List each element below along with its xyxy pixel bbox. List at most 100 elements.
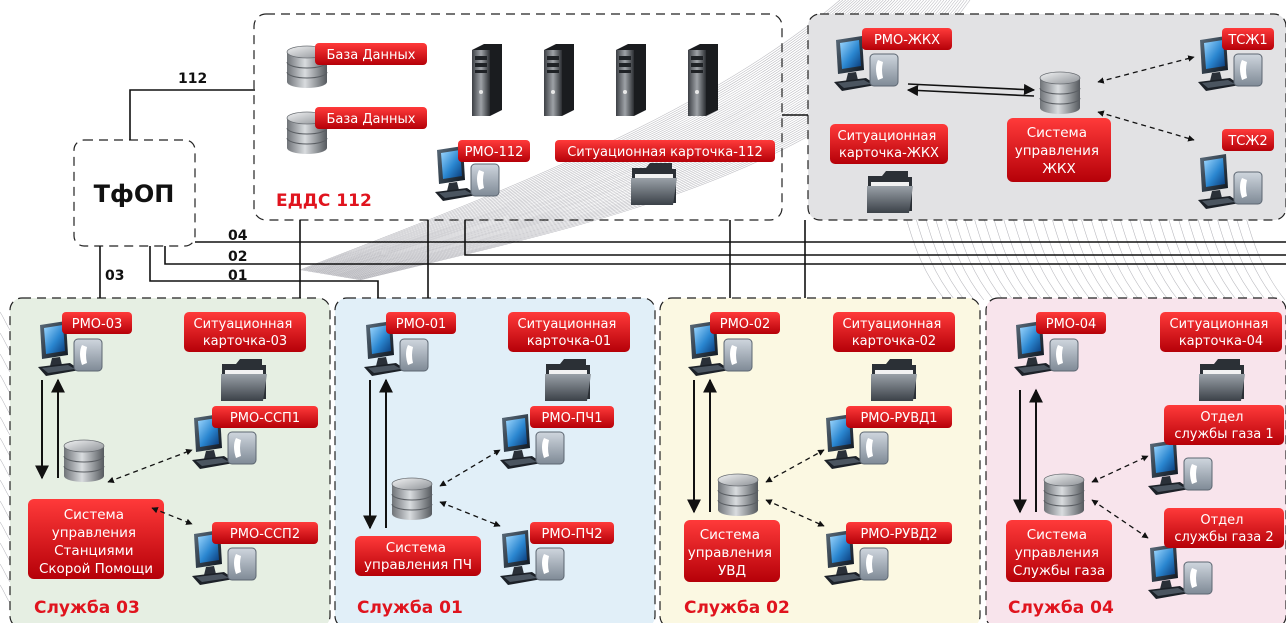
zhkh-system-line-1: Система [1027,125,1087,141]
database-icon [391,477,433,521]
rmo-pch1-label-box [530,406,614,428]
database-icon [717,473,759,517]
s02-card-line-2: карточка-02 [852,334,936,349]
line-04-label: 04 [228,228,248,244]
folder-icon [631,163,677,205]
dashed-arrow [439,501,501,527]
trunk-lines [99,89,1286,298]
database-label-box [315,43,427,65]
s04-card-label-box [1160,312,1282,352]
edds-title: ЕДДС 112 [276,191,372,211]
gas-dept-2-label-box [1164,508,1284,548]
s04-system-label: Система управления Службы газа [1013,527,1105,579]
s02-card-label: Ситуационная карточка-02 [843,317,946,349]
s01-card-line-2: карточка-01 [527,334,611,349]
dashed-arrow [1091,499,1149,539]
s01-card-label: Ситуационная карточка-01 [518,317,621,349]
rmo-zhkh-label-box [862,28,952,50]
zhkh-system-box [1007,118,1111,182]
folder-icon [867,171,913,213]
rmo-ssp1-label-box [212,406,318,428]
s04-card-line-2: карточка-04 [1179,334,1263,349]
zhkh-tszh1-label: ТСЖ1 [1227,33,1267,48]
dashed-arrow [439,449,501,487]
database-icon [63,439,105,483]
tfop-label: ТфОП [94,180,175,208]
rmo-04-label-box [1036,312,1106,334]
zhkh-system-line-3: ЖКХ [1042,161,1075,177]
s04-title: Служба 04 [1008,598,1114,618]
edds-db2-label: База Данных [327,112,416,127]
s01-card-label-box [508,312,630,352]
server-icon [616,44,646,116]
s01-sub1-label: РМО-ПЧ1 [542,411,603,426]
s04-card-label: Ситуационная карточка-04 [1170,317,1273,349]
line-02-label: 02 [228,249,247,265]
s02-system-box [684,520,780,582]
s02-rmo-label: РМО-02 [720,317,771,332]
edds-panel [253,13,783,221]
folder-icon [545,359,591,401]
s04-sub2-label: Отдел службы газа 2 [1174,513,1273,545]
s03-system-line-2: управления [52,525,136,541]
gas-dept-1-label-box [1164,405,1284,445]
s02-card-line-1: Ситуационная [843,317,942,332]
edds-card-label: Ситуационная карточка-112 [567,145,763,160]
s04-sub2-line-1: Отдел [1200,513,1243,528]
s01-system-box [355,536,481,576]
s01-rmo-label: РМО-01 [396,317,447,332]
s04-system-line-2: управления [1015,545,1099,561]
zhkh-system-line-2: управления [1015,143,1099,159]
dashed-arrow [765,449,825,483]
s02-title: Служба 02 [684,598,790,618]
tszh2-label-box [1222,129,1274,151]
database-icon [1039,71,1081,115]
dashed-arrow [765,499,825,527]
folder-icon [221,359,267,401]
folder-icon [1199,359,1245,401]
zhkh-rmo-label: РМО-ЖКХ [874,33,940,48]
s03-card-label: Ситуационная карточка-03 [194,317,297,349]
s02-sub2-label: РМО-РУВД2 [860,527,937,542]
zhkh-system-label: Система управления ЖКХ [1015,125,1104,177]
link-edds-04 [464,220,1286,256]
s01-sub2-label: РМО-ПЧ2 [542,527,603,542]
s04-sub2-line-2: службы газа 2 [1174,530,1273,545]
zhkh-card-line-1: Ситуационная [838,129,937,144]
line-03-label: 03 [105,268,124,284]
edds-rmo-label: РМО-112 [465,145,524,160]
s03-system-line-1: Система [64,507,124,523]
s04-sub1-line-1: Отдел [1200,410,1243,425]
s01-card-line-1: Ситуационная [518,317,617,332]
s03-system-line-3: Станциями [54,543,133,559]
rmo-ssp2-label-box [212,522,318,544]
s04-card-line-1: Ситуационная [1170,317,1269,332]
s01-system-label: Система управления ПЧ [364,540,472,573]
s03-rmo-label: РМО-03 [72,317,123,332]
edds-db1-label: База Данных [327,48,416,63]
folder-icon [871,359,917,401]
s04-system-line-3: Службы газа [1013,563,1105,579]
dashed-arrow [151,507,193,525]
s04-sub1-line-2: службы газа 1 [1174,427,1273,442]
s01-system-line-1: Система [386,540,446,556]
rmo-03-label-box [62,312,132,334]
s01-title: Служба 01 [357,598,463,618]
s03-card-line-1: Ситуационная [194,317,293,332]
s02-system-line-2: управления [688,545,772,561]
dashed-arrow [107,449,193,483]
zhkh-tszh2-label: ТСЖ2 [1227,134,1267,149]
card-112-label-box [555,140,775,162]
rmo-112-label-box [458,140,530,162]
line-02 [164,246,1286,265]
s03-card-label-box [184,312,306,352]
server-icon [688,44,718,116]
s03-sub2-label: РМО-ССП2 [230,527,300,542]
s02-system-label: Система управления УВД [688,527,777,579]
s02-system-line-1: Система [700,527,760,543]
rmo-pch2-label-box [530,522,614,544]
rmo-ruvd2-label-box [846,522,952,544]
tszh1-label-box [1222,28,1274,50]
